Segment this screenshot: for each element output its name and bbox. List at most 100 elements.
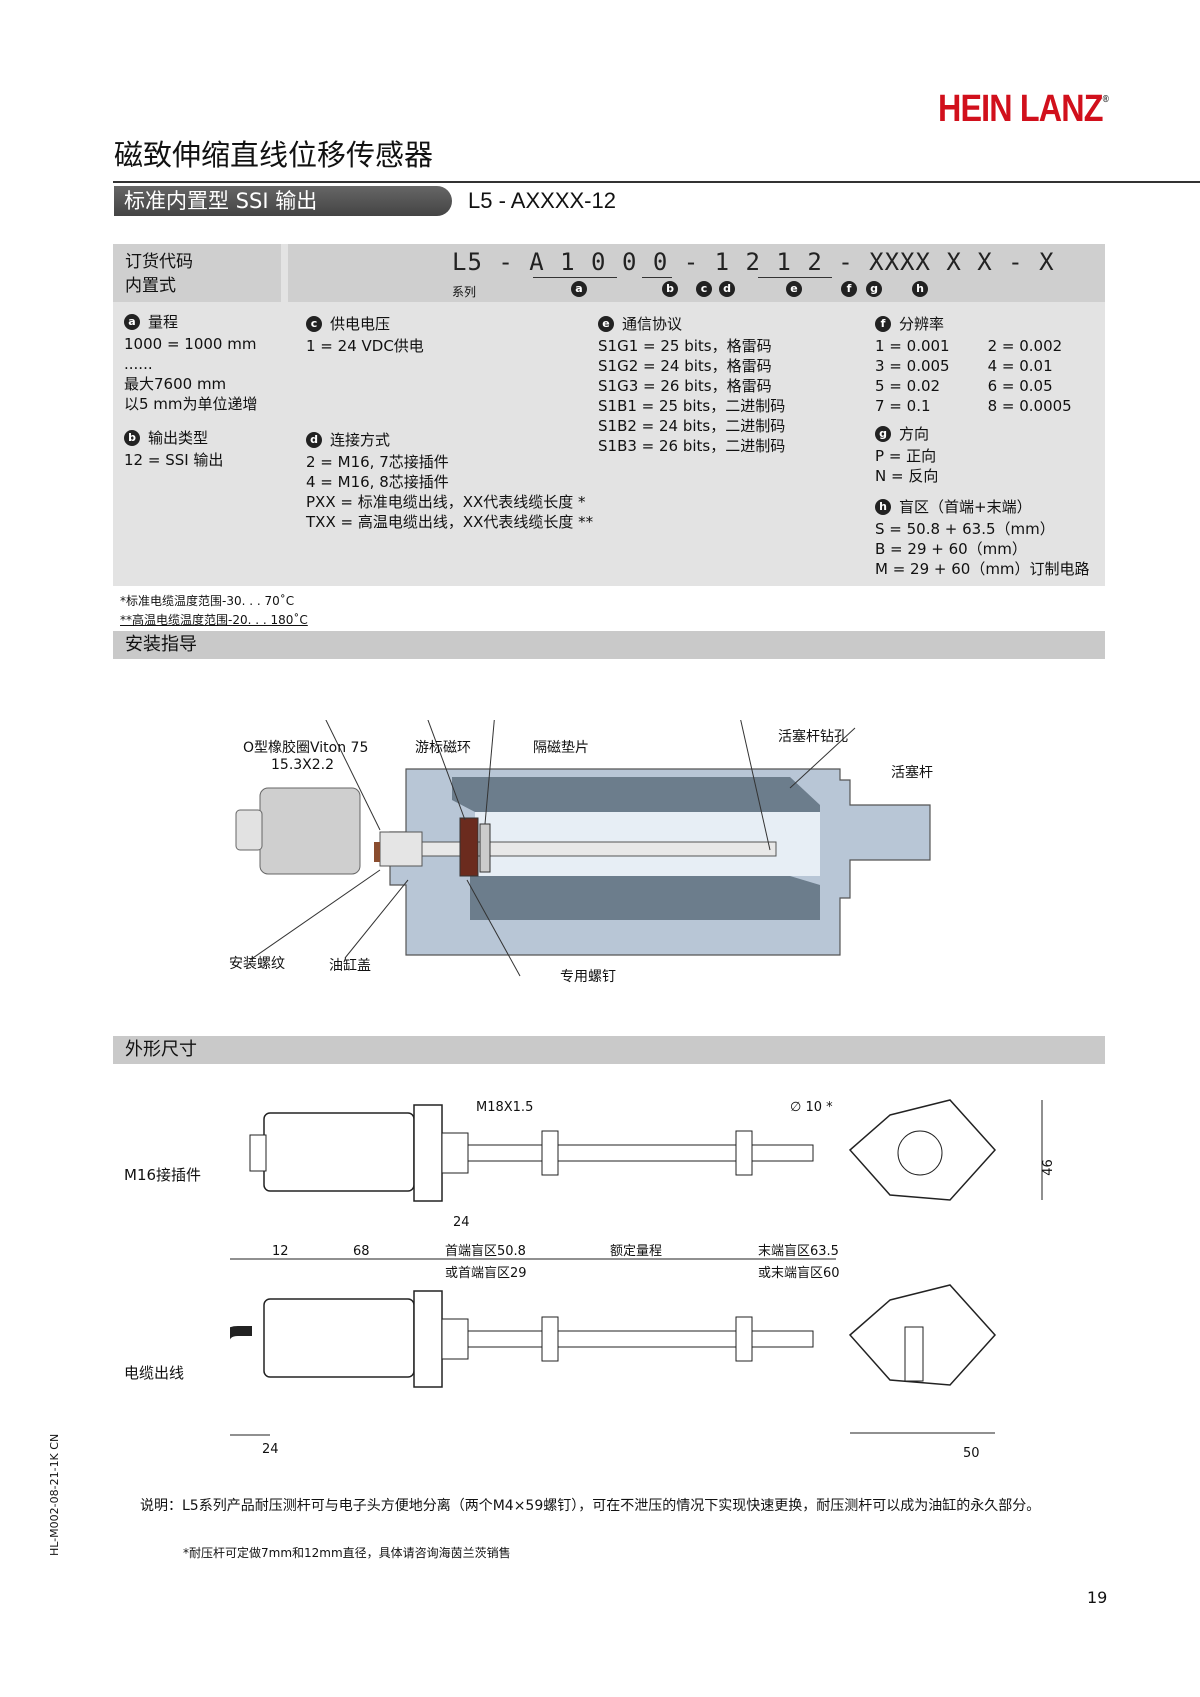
dims-section-bar: 外形尺寸 [113,1036,1105,1064]
magnet-bottom-2 [735,1316,753,1362]
dim-stroke: 额定量程 [610,1244,663,1259]
page-title: 磁致伸缩直线位移传感器 [114,138,434,172]
o-ring [374,842,380,862]
leader-rod [789,727,856,789]
label-bore: 活塞杆钻孔 [778,729,848,745]
leader-screw [466,879,521,977]
label-oring: O型橡胶圈Viton 75 [243,740,369,756]
badge-b: b [124,430,140,446]
code-badge-g: g [866,281,882,297]
end-connector-top [897,1130,943,1176]
cable-elbow [230,1326,252,1340]
code-badge-f: f [841,281,857,297]
label-screw: 专用螺钉 [560,969,616,985]
code-underline-e [758,277,832,278]
series-label: 系列 [452,285,477,299]
note-std-cable: *标准电缆温度范围-30. . . 70˚C [120,594,295,608]
code-badge-c: c [696,281,712,297]
document-id: HL-M002-08-21-1K CN [48,1433,61,1556]
rod-bottom [467,1330,814,1348]
badge-f: f [875,316,891,332]
badge-g: g [875,426,891,442]
dim-head-zone: 首端盲区50.8 [445,1244,526,1259]
model-number: L5 - AXXXX-12 [468,188,616,213]
order-code: L5 - A 1 0 0 0 - 1 2 1 2 - XXXX X X - X [452,248,1055,276]
code-badge-a: a [571,281,587,297]
code-badge-e: e [786,281,802,297]
leader-spacer [484,720,495,825]
code-underline-a [533,277,617,278]
leader-oring [325,720,381,831]
footnote-description: 说明：L5系列产品耐压测杆可与电子头方便地分离（两个M4×59螺钉），可在不泄压… [140,1498,1041,1514]
label-thread: 安装螺纹 [229,956,285,972]
dim-12: 12 [272,1244,289,1259]
hex-top [413,1104,443,1202]
dim-thread: M18X1.5 [476,1100,534,1115]
label-oring-size: 15.3X2.2 [271,757,335,773]
leader-thread [249,869,381,961]
footnote-rod: *耐压杆可定做7mm和12mm直径，具体请咨询海茵兰茨销售 [183,1546,511,1560]
dim-46: 46 [1040,1159,1056,1176]
dim-24b: 24 [262,1442,279,1457]
rod-top [467,1144,814,1162]
section-banner: 标准内置型 SSI 输出 [114,186,452,216]
label-rod: 活塞杆 [891,765,933,781]
connector-top [249,1134,267,1172]
magnet-top-2 [735,1130,753,1176]
cable-end [904,1326,924,1382]
label-spacer: 隔磁垫片 [533,740,589,756]
spacer [479,823,491,873]
code-underline-b [642,277,672,278]
cylinder-bore-bottom [470,876,820,920]
badge-a: a [124,314,140,330]
cylinder-bore-top [452,777,820,812]
leader-bore [740,720,771,851]
badge-h: h [875,499,891,515]
label-cable: 电缆出线 [124,1364,185,1382]
magnet-ring [459,817,479,877]
hex-bottom [413,1290,443,1388]
magnet-bottom-1 [541,1316,559,1362]
thread-bottom [441,1318,469,1360]
leader-cap [344,879,409,959]
badge-d: d [306,432,322,448]
sensor-head [259,787,361,875]
badge-c: c [306,316,322,332]
label-magnet: 游标磁环 [415,740,471,756]
install-section-bar: 安装指导 [113,631,1105,659]
dim-tail-zone: 末端盲区63.5 [758,1244,839,1259]
head-top [263,1112,415,1192]
install-diagram [235,720,931,977]
code-badge-b: b [662,281,678,297]
connector [235,809,263,851]
dim-50: 50 [963,1446,980,1461]
order-code-label: 订货代码 内置式 [113,244,281,302]
label-m16: M16接插件 [124,1166,202,1184]
probe-flange [379,831,423,867]
badge-e: e [598,316,614,332]
dim-head-zone-alt: 或首端盲区29 [445,1266,527,1281]
title-rule [113,181,1200,183]
code-badge-h: h [912,281,928,297]
brand-logo: HEIN LANZ® [938,88,1109,130]
note-hot-cable: **高温电缆温度范围-20. . . 180˚C [120,613,308,627]
dim-24a: 24 [453,1215,470,1230]
dim-diameter: ∅ 10 * [790,1100,833,1115]
label-cap: 油缸盖 [329,958,371,974]
thread-top [441,1132,469,1174]
dim-tail-zone-alt: 或末端盲区60 [758,1266,840,1281]
page-number: 19 [1087,1588,1108,1607]
dim-68: 68 [353,1244,370,1259]
dimension-drawing [230,1099,1043,1436]
magnet-top-1 [541,1130,559,1176]
head-bottom [263,1298,415,1378]
code-badge-d: d [719,281,735,297]
